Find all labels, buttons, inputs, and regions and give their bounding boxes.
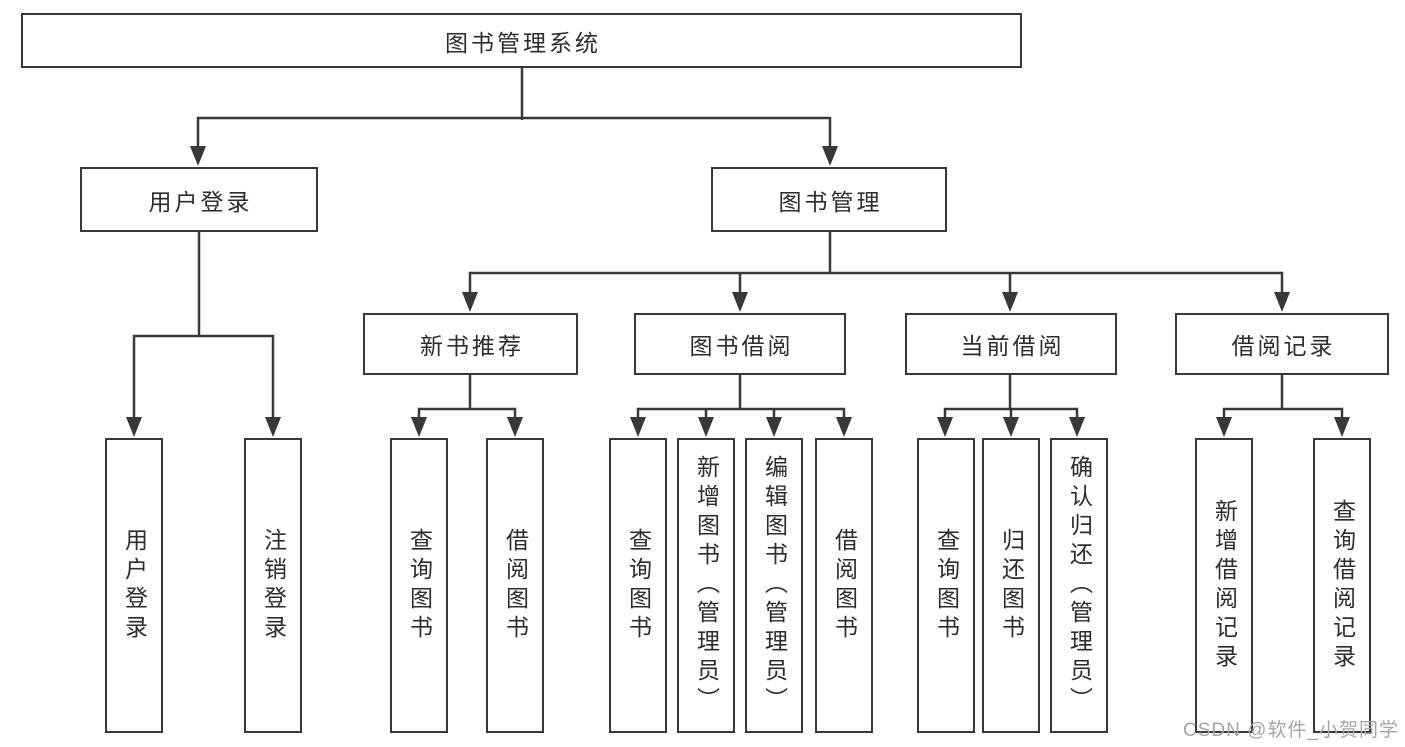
- arrowhead-icon: [190, 146, 206, 166]
- leaf-add-borrow-record: 新增借阅记录: [1195, 438, 1253, 733]
- leaf-search-books-borrowing: 查询图书: [609, 438, 667, 733]
- arrowhead-icon: [1216, 417, 1232, 437]
- node-label: 当前借阅: [960, 333, 1065, 359]
- arrowhead-icon: [1334, 417, 1350, 437]
- node-label: 新增借阅记录: [1211, 498, 1238, 673]
- node-user-login: 用户登录: [80, 167, 318, 232]
- leaf-borrow-books-recommend: 借阅图书: [486, 438, 544, 733]
- arrowhead-icon: [507, 417, 523, 437]
- arrowhead-icon: [265, 417, 281, 437]
- arrowhead-icon: [698, 417, 714, 437]
- connector-line: [417, 407, 517, 421]
- arrowhead-icon: [1069, 417, 1085, 437]
- node-label: 确认归还（管理员）: [1066, 455, 1093, 716]
- node-label: 图书管理: [778, 188, 883, 215]
- node-label: 查询图书: [933, 527, 960, 644]
- connector-line: [132, 334, 275, 421]
- arrowhead-icon: [732, 292, 748, 312]
- leaf-search-borrow-record: 查询借阅记录: [1313, 438, 1371, 733]
- leaf-search-books-recommend: 查询图书: [390, 438, 448, 733]
- leaf-return-books: 归还图书: [982, 438, 1040, 733]
- node-book-management: 图书管理: [711, 167, 947, 232]
- node-library-system: 图书管理系统: [21, 13, 1022, 68]
- arrowhead-icon: [630, 417, 646, 437]
- node-label: 查询借阅记录: [1329, 498, 1356, 673]
- leaf-borrow-books-borrowing: 借阅图书: [815, 438, 873, 733]
- node-label: 注销登录: [260, 527, 287, 644]
- leaf-edit-book-admin: 编辑图书（管理员）: [745, 438, 803, 733]
- connector-arrowheads: [126, 146, 1350, 437]
- node-label: 编辑图书（管理员）: [761, 455, 788, 716]
- node-label: 用户登录: [121, 527, 148, 644]
- arrowhead-icon: [937, 417, 953, 437]
- arrowhead-icon: [836, 417, 852, 437]
- connector-line: [196, 116, 832, 150]
- node-label: 借阅图书: [831, 527, 858, 644]
- node-label: 查询图书: [406, 527, 433, 644]
- leaf-user-login: 用户登录: [105, 438, 163, 733]
- arrowhead-icon: [822, 146, 838, 166]
- connector-line: [1222, 407, 1344, 421]
- node-label: 图书管理系统: [445, 29, 601, 56]
- node-label: 新增图书（管理员）: [693, 455, 720, 716]
- node-borrowing-records: 借阅记录: [1175, 313, 1389, 375]
- connector-lines: [132, 68, 1344, 421]
- arrowhead-icon: [1003, 417, 1019, 437]
- node-label: 借阅图书: [502, 527, 529, 644]
- arrowhead-icon: [411, 417, 427, 437]
- leaf-confirm-return-admin: 确认归还（管理员）: [1050, 438, 1108, 733]
- node-label: 新书推荐: [420, 333, 524, 359]
- node-label: 借阅记录: [1231, 333, 1336, 359]
- arrowhead-icon: [1274, 292, 1290, 312]
- node-book-borrowing: 图书借阅: [634, 313, 846, 375]
- arrowhead-icon: [126, 417, 142, 437]
- node-label: 图书借阅: [689, 333, 794, 359]
- connector-line: [468, 271, 1284, 296]
- leaf-add-book-admin: 新增图书（管理员）: [677, 438, 735, 733]
- arrowhead-icon: [462, 292, 478, 312]
- node-new-book-recommend: 新书推荐: [363, 313, 578, 375]
- csdn-watermark: CSDN @软件_小贺同学: [1183, 720, 1399, 741]
- node-label: 查询图书: [625, 527, 652, 644]
- node-label: 用户登录: [148, 188, 253, 215]
- connector-line: [636, 407, 846, 421]
- arrowhead-icon: [766, 417, 782, 437]
- node-current-borrowing: 当前借阅: [905, 313, 1117, 375]
- leaf-logout: 注销登录: [244, 438, 302, 733]
- node-label: 归还图书: [998, 527, 1025, 644]
- leaf-search-books-current: 查询图书: [917, 438, 975, 733]
- arrowhead-icon: [1002, 292, 1018, 312]
